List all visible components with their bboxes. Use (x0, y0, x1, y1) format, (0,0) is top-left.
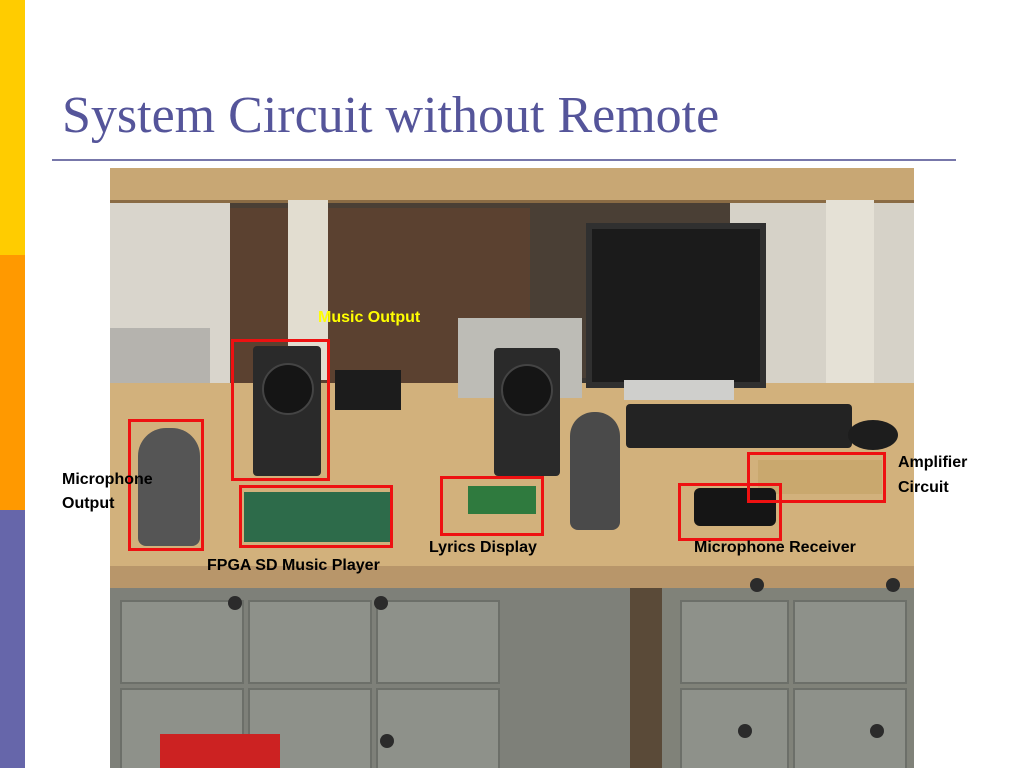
monitor-stand (624, 380, 734, 400)
locker-door (120, 600, 244, 684)
amplifier-label-line2: Circuit (898, 479, 949, 496)
combination-lock (886, 578, 900, 592)
accent-stripe-top (0, 0, 25, 255)
combination-lock (380, 734, 394, 748)
fpga-board (244, 492, 392, 542)
microphone-receiver-device (694, 488, 776, 526)
music-output-box (231, 339, 330, 481)
lyrics-display-box (440, 476, 544, 536)
shelf-post-right (826, 200, 874, 390)
speaker-cone (262, 363, 314, 415)
combination-lock (750, 578, 764, 592)
lyrics-display-label: Lyrics Display (429, 539, 537, 556)
locker-door (680, 600, 789, 684)
microphone-speaker (138, 428, 200, 546)
title-divider (52, 159, 956, 161)
microphone-receiver-label: Microphone Receiver (694, 539, 856, 556)
upper-shelf (110, 168, 914, 203)
microphone-output-box (128, 419, 204, 551)
fpga-box (239, 485, 393, 548)
music-output-label: Music Output (318, 309, 421, 326)
locker-door (793, 600, 907, 684)
keyboard (626, 404, 852, 448)
locker-door (680, 688, 789, 768)
locker-door (376, 688, 500, 768)
microphone-receiver-box (678, 483, 782, 541)
combination-lock (870, 724, 884, 738)
locker-door (248, 600, 372, 684)
red-bag (160, 734, 280, 768)
locker-door (793, 688, 907, 768)
battery (335, 370, 401, 410)
amplifier-box (747, 452, 886, 503)
amplifier-board (758, 460, 882, 494)
accent-stripe-middle (0, 255, 25, 510)
microphone-output-label-line1: Microphone (62, 471, 153, 488)
lyrics-lcd (468, 486, 536, 514)
dell-speaker (570, 412, 620, 530)
lcd-monitor (586, 223, 766, 388)
desk-edge (110, 566, 914, 588)
amplifier-label-line1: Amplifier (898, 454, 968, 471)
fpga-label: FPGA SD Music Player (207, 557, 380, 574)
system-photo (110, 168, 914, 768)
under-desk-gap (630, 588, 662, 768)
combination-lock (374, 596, 388, 610)
slide-title: System Circuit without Remote (62, 87, 720, 144)
microphone-output-label-line2: Output (62, 495, 115, 512)
combination-lock (738, 724, 752, 738)
mouse (848, 420, 898, 450)
locker-door (376, 600, 500, 684)
speaker-cone (501, 364, 553, 416)
combination-lock (228, 596, 242, 610)
accent-stripe-bottom (0, 510, 25, 768)
